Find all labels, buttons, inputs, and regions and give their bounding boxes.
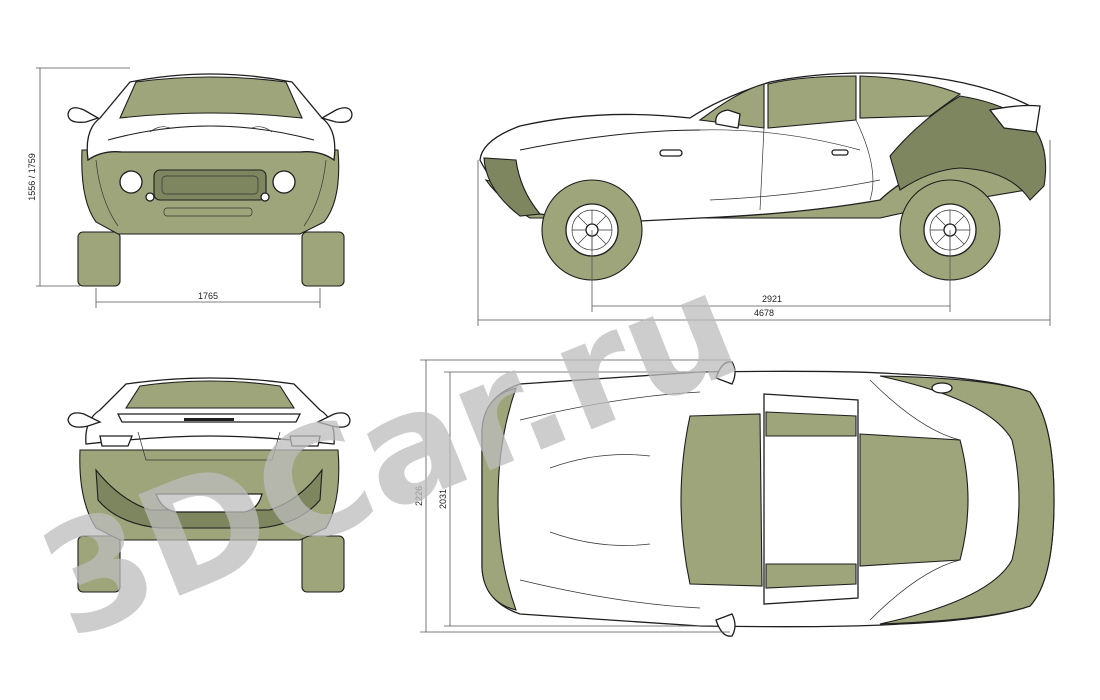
top-view <box>481 361 1055 637</box>
width-body-label: 2031 <box>438 489 448 509</box>
top-right-mirror <box>715 613 736 637</box>
front-grille <box>153 169 267 201</box>
side-view <box>479 72 1047 281</box>
wheelbase-dimension: 2921 <box>591 230 951 312</box>
front-windshield <box>119 76 303 119</box>
front-left-headlight <box>119 170 143 194</box>
side-rear-spoiler <box>988 104 1041 133</box>
rear-right-taillight <box>289 435 321 447</box>
front-right-mirror <box>320 107 353 123</box>
rear-left-taillight <box>99 435 133 447</box>
top-front-bumper <box>481 387 517 611</box>
front-right-headlight <box>272 170 296 194</box>
top-fuel-cap <box>931 382 953 394</box>
length-dimension: 4678 <box>477 140 1051 326</box>
front-view <box>67 73 353 287</box>
top-rear-window <box>859 433 969 567</box>
front-track-dimension: 1765 <box>95 288 321 308</box>
height-label: 1556 / 1759 <box>27 153 37 201</box>
top-roof <box>763 393 859 605</box>
top-windshield <box>680 413 763 587</box>
wheelbase-label: 2921 <box>762 294 782 304</box>
rear-left-mirror <box>67 412 102 428</box>
rear-exhaust <box>155 493 263 513</box>
top-left-mirror <box>715 361 736 385</box>
width-mirrors-dimension: 2226 <box>414 359 730 633</box>
height-dimension: 1556 / 1759 <box>27 67 130 287</box>
front-right-tire <box>301 231 345 287</box>
front-left-tire <box>77 231 121 287</box>
rear-window <box>124 380 296 409</box>
side-window-rear <box>859 75 962 119</box>
rear-right-tire <box>301 535 345 593</box>
width-mirrors-label: 2226 <box>414 486 424 506</box>
width-body-dimension: 2031 <box>438 371 700 627</box>
top-rear-deck <box>879 375 1055 625</box>
length-label: 4678 <box>754 308 774 318</box>
side-mirror <box>715 109 741 129</box>
rear-left-tire <box>77 535 121 593</box>
rear-view <box>67 377 351 593</box>
rear-right-mirror <box>316 412 351 428</box>
front-track-label: 1765 <box>198 291 218 301</box>
side-window-mid <box>767 75 857 129</box>
front-left-mirror <box>67 107 100 123</box>
side-front-bumper <box>483 157 542 217</box>
